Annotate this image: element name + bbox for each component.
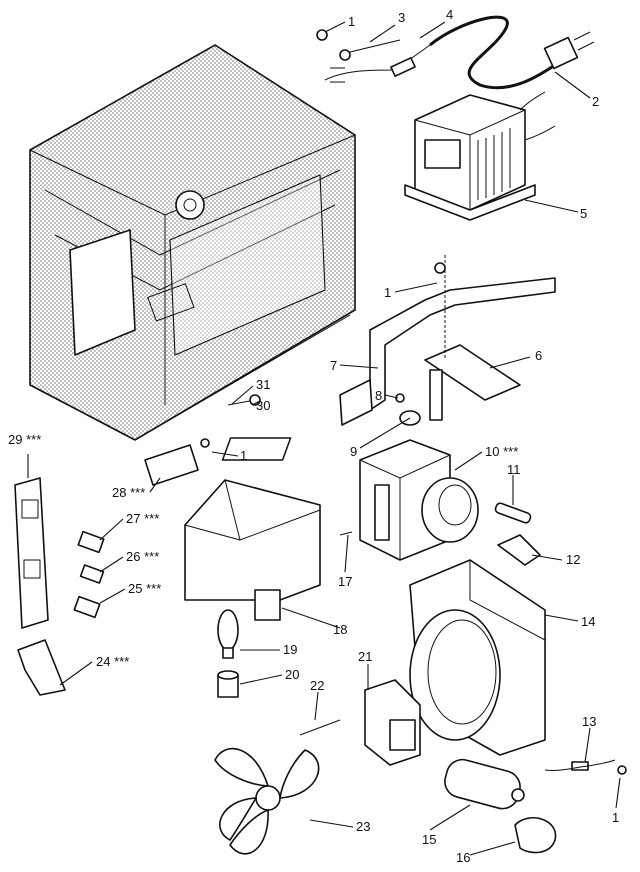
callout-18: 18 [333,622,347,637]
leader-lines [27,21,621,856]
interlock-switches [73,530,105,619]
air-duct [184,479,321,621]
callout-16: 16 [456,850,470,865]
callout-1a: 1 [348,14,355,29]
callout-29: 29 *** [8,432,41,447]
callout-26: 26 *** [126,549,159,564]
latch-lever [17,639,66,696]
callout-1d: 1 [612,810,619,825]
callout-4: 4 [446,7,453,22]
callout-12: 12 [566,552,580,567]
high-voltage-transformer [404,91,556,221]
high-voltage-capacitor [444,758,525,810]
callout-24: 24 *** [96,654,129,669]
fuse-holder [497,534,541,566]
fan-duct-housing [409,559,546,756]
high-voltage-diode [544,759,627,775]
callout-14: 14 [581,614,595,629]
callout-8: 8 [375,388,382,403]
callout-10: 10 *** [485,444,518,459]
callout-20: 20 [285,667,299,682]
callout-23: 23 [356,819,370,834]
callout-7: 7 [330,358,337,373]
fan-motor [299,679,421,766]
mounting-bracket [339,277,556,426]
callout-31: 31 [256,377,270,392]
callout-15: 15 [422,832,436,847]
wire-lead-assembly [316,29,431,83]
callout-28: 28 *** [112,485,145,500]
interlock-plate [424,255,521,421]
callout-9: 9 [350,444,357,459]
capacitor-clamp [514,816,557,854]
callout-1c: 1 [240,448,247,463]
callout-30: 30 [256,398,270,413]
fan-blade [214,747,320,855]
callout-1b: 1 [384,285,391,300]
callout-17: 17 [338,574,352,589]
latch-hook-bracket [144,438,210,486]
callout-3: 3 [398,10,405,25]
thermal-cutout [395,393,421,426]
magnetron [221,437,479,561]
callout-2: 2 [592,94,599,109]
latch-board [14,477,49,629]
callout-19: 19 [283,642,297,657]
oven-cavity [29,44,356,441]
lamp-socket [217,670,239,698]
callout-27: 27 *** [126,511,159,526]
fuse [494,502,532,524]
callout-5: 5 [580,206,587,221]
oven-lamp [217,609,239,659]
callout-6: 6 [535,348,542,363]
callout-22: 22 [310,678,324,693]
callout-25: 25 *** [128,581,161,596]
callout-labels: 1 3 4 2 5 1 7 6 8 9 31 30 1 29 *** 28 **… [8,7,619,865]
power-cord [429,15,595,90]
callout-13: 13 [582,714,596,729]
callout-21: 21 [358,649,372,664]
callout-11: 11 [507,462,521,477]
